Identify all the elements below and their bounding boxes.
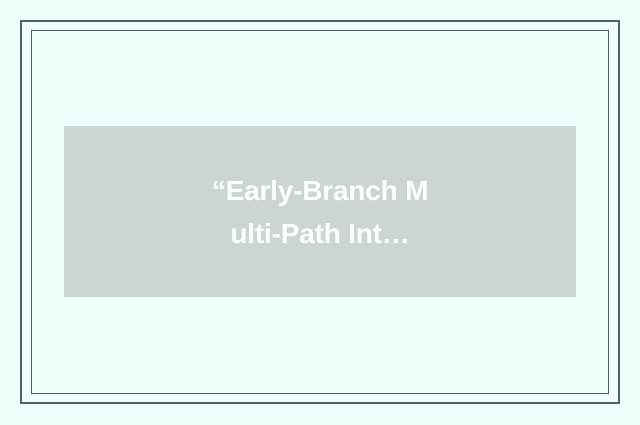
thumbnail-title-line-2: ulti-Path Int… [230,217,410,249]
article-thumbnail-placeholder[interactable]: “Early-Branch M ulti-Path Int… [64,126,576,297]
inner-border-frame [31,30,609,394]
thumbnail-title-line-1: “Early-Branch M [211,174,429,206]
outer-border-frame [20,20,620,404]
